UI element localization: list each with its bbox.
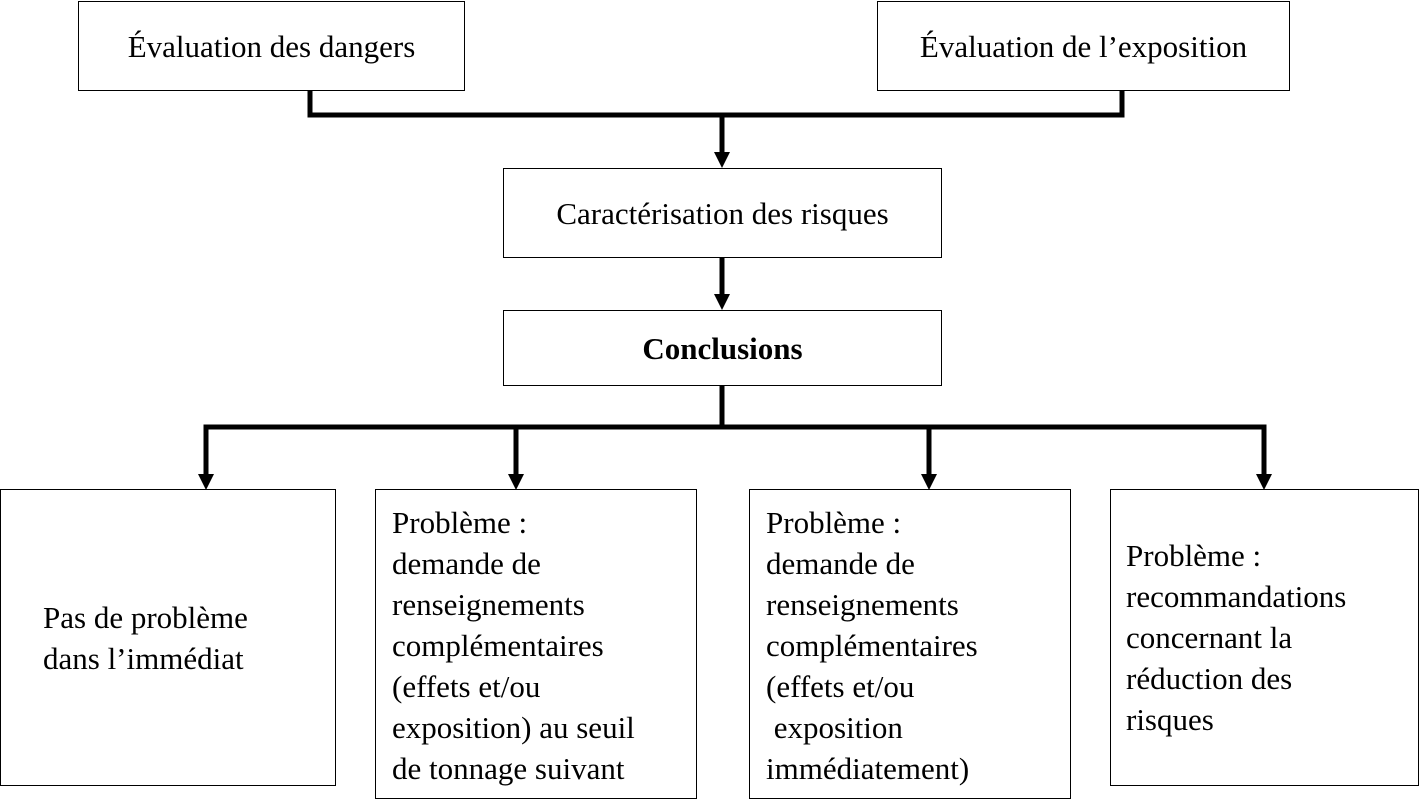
exposure-assessment-box: Évaluation de l’exposition bbox=[877, 1, 1290, 91]
outcome-box-risk-reduction: Problème : recommandations concernant la… bbox=[1110, 489, 1419, 786]
outcome-line: dans l’immédiat bbox=[43, 640, 244, 676]
outcome-line: Problème : bbox=[766, 505, 902, 540]
outcome-line: (effets et/ou bbox=[392, 669, 541, 704]
arrowhead-branch-1 bbox=[198, 474, 214, 490]
outcome-line: immédiatement) bbox=[766, 751, 970, 786]
outcome-box-further-info-immediately: Problème : demande de renseignements com… bbox=[749, 489, 1071, 799]
conclusions-box: Conclusions bbox=[503, 310, 942, 386]
hazard-assessment-label: Évaluation des dangers bbox=[127, 28, 416, 64]
outcome-text: Problème : recommandations concernant la… bbox=[1126, 535, 1346, 740]
outcome-line: concernant la bbox=[1126, 620, 1293, 655]
arrowhead-branch-4 bbox=[1256, 474, 1272, 490]
outcome-text: Pas de problème dans l’immédiat bbox=[43, 597, 248, 679]
arrowhead-risk bbox=[714, 152, 730, 168]
outcome-box-no-problem: Pas de problème dans l’immédiat bbox=[0, 489, 336, 786]
outcome-line: (effets et/ou bbox=[766, 669, 915, 704]
outcome-line: réduction des bbox=[1126, 661, 1293, 696]
exposure-assessment-label: Évaluation de l’exposition bbox=[919, 28, 1248, 64]
outcome-line: complémentaires bbox=[766, 628, 978, 663]
outcome-line: demande de bbox=[392, 546, 541, 581]
arrowhead-branch-3 bbox=[921, 474, 937, 490]
outcome-line: exposition) au seuil bbox=[392, 710, 635, 745]
conclusions-label: Conclusions bbox=[642, 330, 803, 366]
outcome-line: exposition bbox=[766, 710, 903, 745]
risk-characterisation-label: Caractérisation des risques bbox=[556, 195, 889, 231]
risk-characterisation-box: Caractérisation des risques bbox=[503, 168, 942, 258]
outcome-line: complémentaires bbox=[392, 628, 604, 663]
hazard-assessment-box: Évaluation des dangers bbox=[78, 1, 465, 91]
outcome-line: renseignements bbox=[392, 587, 585, 622]
outcome-line: Problème : bbox=[392, 505, 528, 540]
outcome-box-further-info-next-tonnage: Problème : demande de renseignements com… bbox=[375, 489, 697, 799]
arrowhead-conclusions bbox=[714, 294, 730, 310]
outcome-line: recommandations bbox=[1126, 579, 1347, 614]
outcome-line: risques bbox=[1126, 702, 1214, 737]
outcome-line: Problème : bbox=[1126, 538, 1262, 573]
outcome-line: renseignements bbox=[766, 587, 959, 622]
split-connector bbox=[203, 383, 1267, 430]
outcome-line: de tonnage suivant bbox=[392, 751, 625, 786]
outcome-line: demande de bbox=[766, 546, 915, 581]
outcome-line: Pas de problème bbox=[43, 599, 248, 635]
arrowhead-branch-2 bbox=[508, 474, 524, 490]
merge-connector bbox=[307, 88, 1125, 118]
